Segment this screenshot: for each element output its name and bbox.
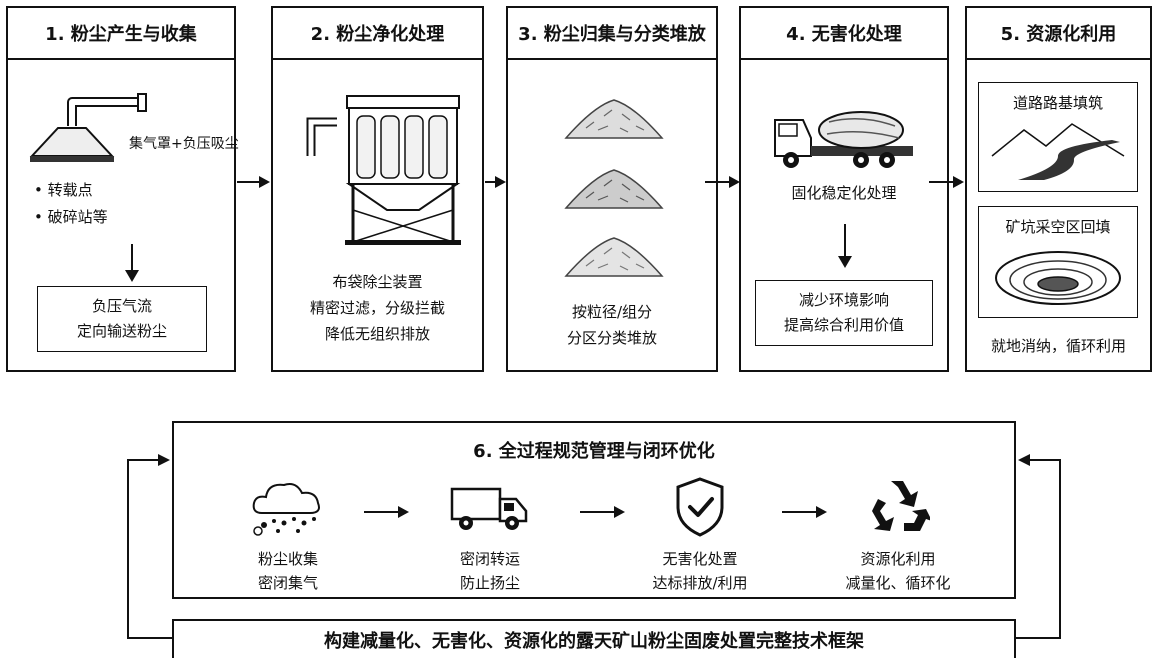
stage-4-panel: 4. 无害化处理 固化稳定化处理 减少环境影响 提高综合利用价值 xyxy=(739,6,949,372)
arrow-4-to-5 xyxy=(929,176,964,188)
step-1-line-2: 密闭集气 xyxy=(257,574,318,592)
step-arrow-1 xyxy=(364,506,409,518)
truck-icon xyxy=(450,487,528,530)
framework-footer-text: 构建减量化、无害化、资源化的露天矿山粉尘固废处置完整技术框架 xyxy=(324,630,864,652)
down-arrow-icon xyxy=(125,244,139,282)
stage-3-line-2: 分区分类堆放 xyxy=(566,329,657,347)
bullet-crushing-station: • 破碎站等 xyxy=(34,208,108,226)
shield-check-icon xyxy=(676,477,724,537)
road-card-label: 道路路基填筑 xyxy=(1012,94,1103,112)
closed-loop-panel: 6. 全过程规范管理与闭环优化 粉尘收集 密闭集气 密闭转运 防止扬尘 无害化处… xyxy=(172,421,1016,599)
arrow-3-to-4 xyxy=(705,176,740,188)
stage-1-title: 1. 粉尘产生与收集 xyxy=(8,8,234,60)
framework-footer: 构建减量化、无害化、资源化的露天矿山粉尘固废处置完整技术框架 xyxy=(172,619,1016,658)
stage-4-title: 4. 无害化处理 xyxy=(741,8,947,60)
down-arrow-icon xyxy=(838,224,852,268)
bullet-transfer-point: • 转载点 xyxy=(34,181,93,199)
stage-3-title: 3. 粉尘归集与分类堆放 xyxy=(508,8,716,60)
box-line-2: 提高综合利用价值 xyxy=(783,316,904,334)
backfill-card-label: 矿坑采空区回填 xyxy=(1005,218,1111,236)
step-4-line-2: 减量化、循环化 xyxy=(845,574,951,592)
recycle-icon xyxy=(872,481,930,531)
stage-2-panel: 2. 粉尘净化处理 布袋除尘装置 精密过滤，分级拦截 降低无组织排放 xyxy=(271,6,484,372)
step-3-line-2: 达标排放/利用 xyxy=(652,574,748,592)
step-3-line-1: 无害化处置 xyxy=(662,550,738,568)
loop-right-arrow xyxy=(1016,454,1061,639)
road-card: 道路路基填筑 xyxy=(978,82,1138,192)
stage-5-title: 5. 资源化利用 xyxy=(967,8,1150,60)
cement-mixer-truck-icon xyxy=(774,111,913,168)
stage-2-line-2: 精密过滤，分级拦截 xyxy=(309,299,445,317)
box-line-2: 定向输送粉尘 xyxy=(76,322,167,340)
stage-5-panel: 5. 资源化利用 道路路基填筑 矿坑采空区回填 就地消纳，循环利用 xyxy=(965,6,1152,372)
step-1-line-1: 粉尘收集 xyxy=(257,550,318,568)
step-arrow-3 xyxy=(782,506,827,518)
arrow-1-to-2 xyxy=(237,176,270,188)
dust-pile-icon-3 xyxy=(564,237,664,277)
stage-2-line-1: 布袋除尘装置 xyxy=(332,273,423,291)
dust-hood-icon xyxy=(29,93,147,162)
mine-pit-icon xyxy=(995,251,1121,305)
step-arrow-2 xyxy=(580,506,625,518)
stage-2-line-3: 降低无组织排放 xyxy=(324,325,430,343)
stage-1-panel: 1. 粉尘产生与收集 集气罩+负压吸尘 • 转载点 • 破碎站等 负压气流 定向… xyxy=(6,6,239,372)
dust-pile-icon-2 xyxy=(564,169,664,209)
box-line-1: 减少环境影响 xyxy=(798,291,889,309)
dust-cloud-icon xyxy=(252,483,320,536)
step-2-line-1: 密闭转运 xyxy=(459,550,520,568)
baghouse-filter-icon xyxy=(306,95,461,245)
dust-pile-icon-1 xyxy=(564,99,664,139)
loop-left-arrow xyxy=(127,454,172,639)
road-icon xyxy=(991,123,1125,180)
stage-2-title: 2. 粉尘净化处理 xyxy=(273,8,482,60)
negative-pressure-box: 负压气流 定向输送粉尘 xyxy=(37,286,207,352)
impact-reduction-box: 减少环境影响 提高综合利用价值 xyxy=(755,280,933,346)
closed-loop-title: 6. 全过程规范管理与闭环优化 xyxy=(473,441,715,462)
box-line-1: 负压气流 xyxy=(91,297,152,315)
step-4-line-1: 资源化利用 xyxy=(860,550,936,568)
backfill-card: 矿坑采空区回填 xyxy=(978,206,1138,318)
arrow-2-to-3 xyxy=(485,176,506,188)
stage-3-panel: 3. 粉尘归集与分类堆放 按粒径/组分 分区分类堆放 xyxy=(506,6,718,372)
step-2-line-2: 防止扬尘 xyxy=(459,574,520,592)
stage-4-label: 固化稳定化处理 xyxy=(791,184,897,202)
hood-label: 集气罩+负压吸尘 xyxy=(129,136,239,152)
stage-3-line-1: 按粒径/组分 xyxy=(571,303,653,321)
stage-5-footer: 就地消纳，循环利用 xyxy=(990,337,1126,355)
